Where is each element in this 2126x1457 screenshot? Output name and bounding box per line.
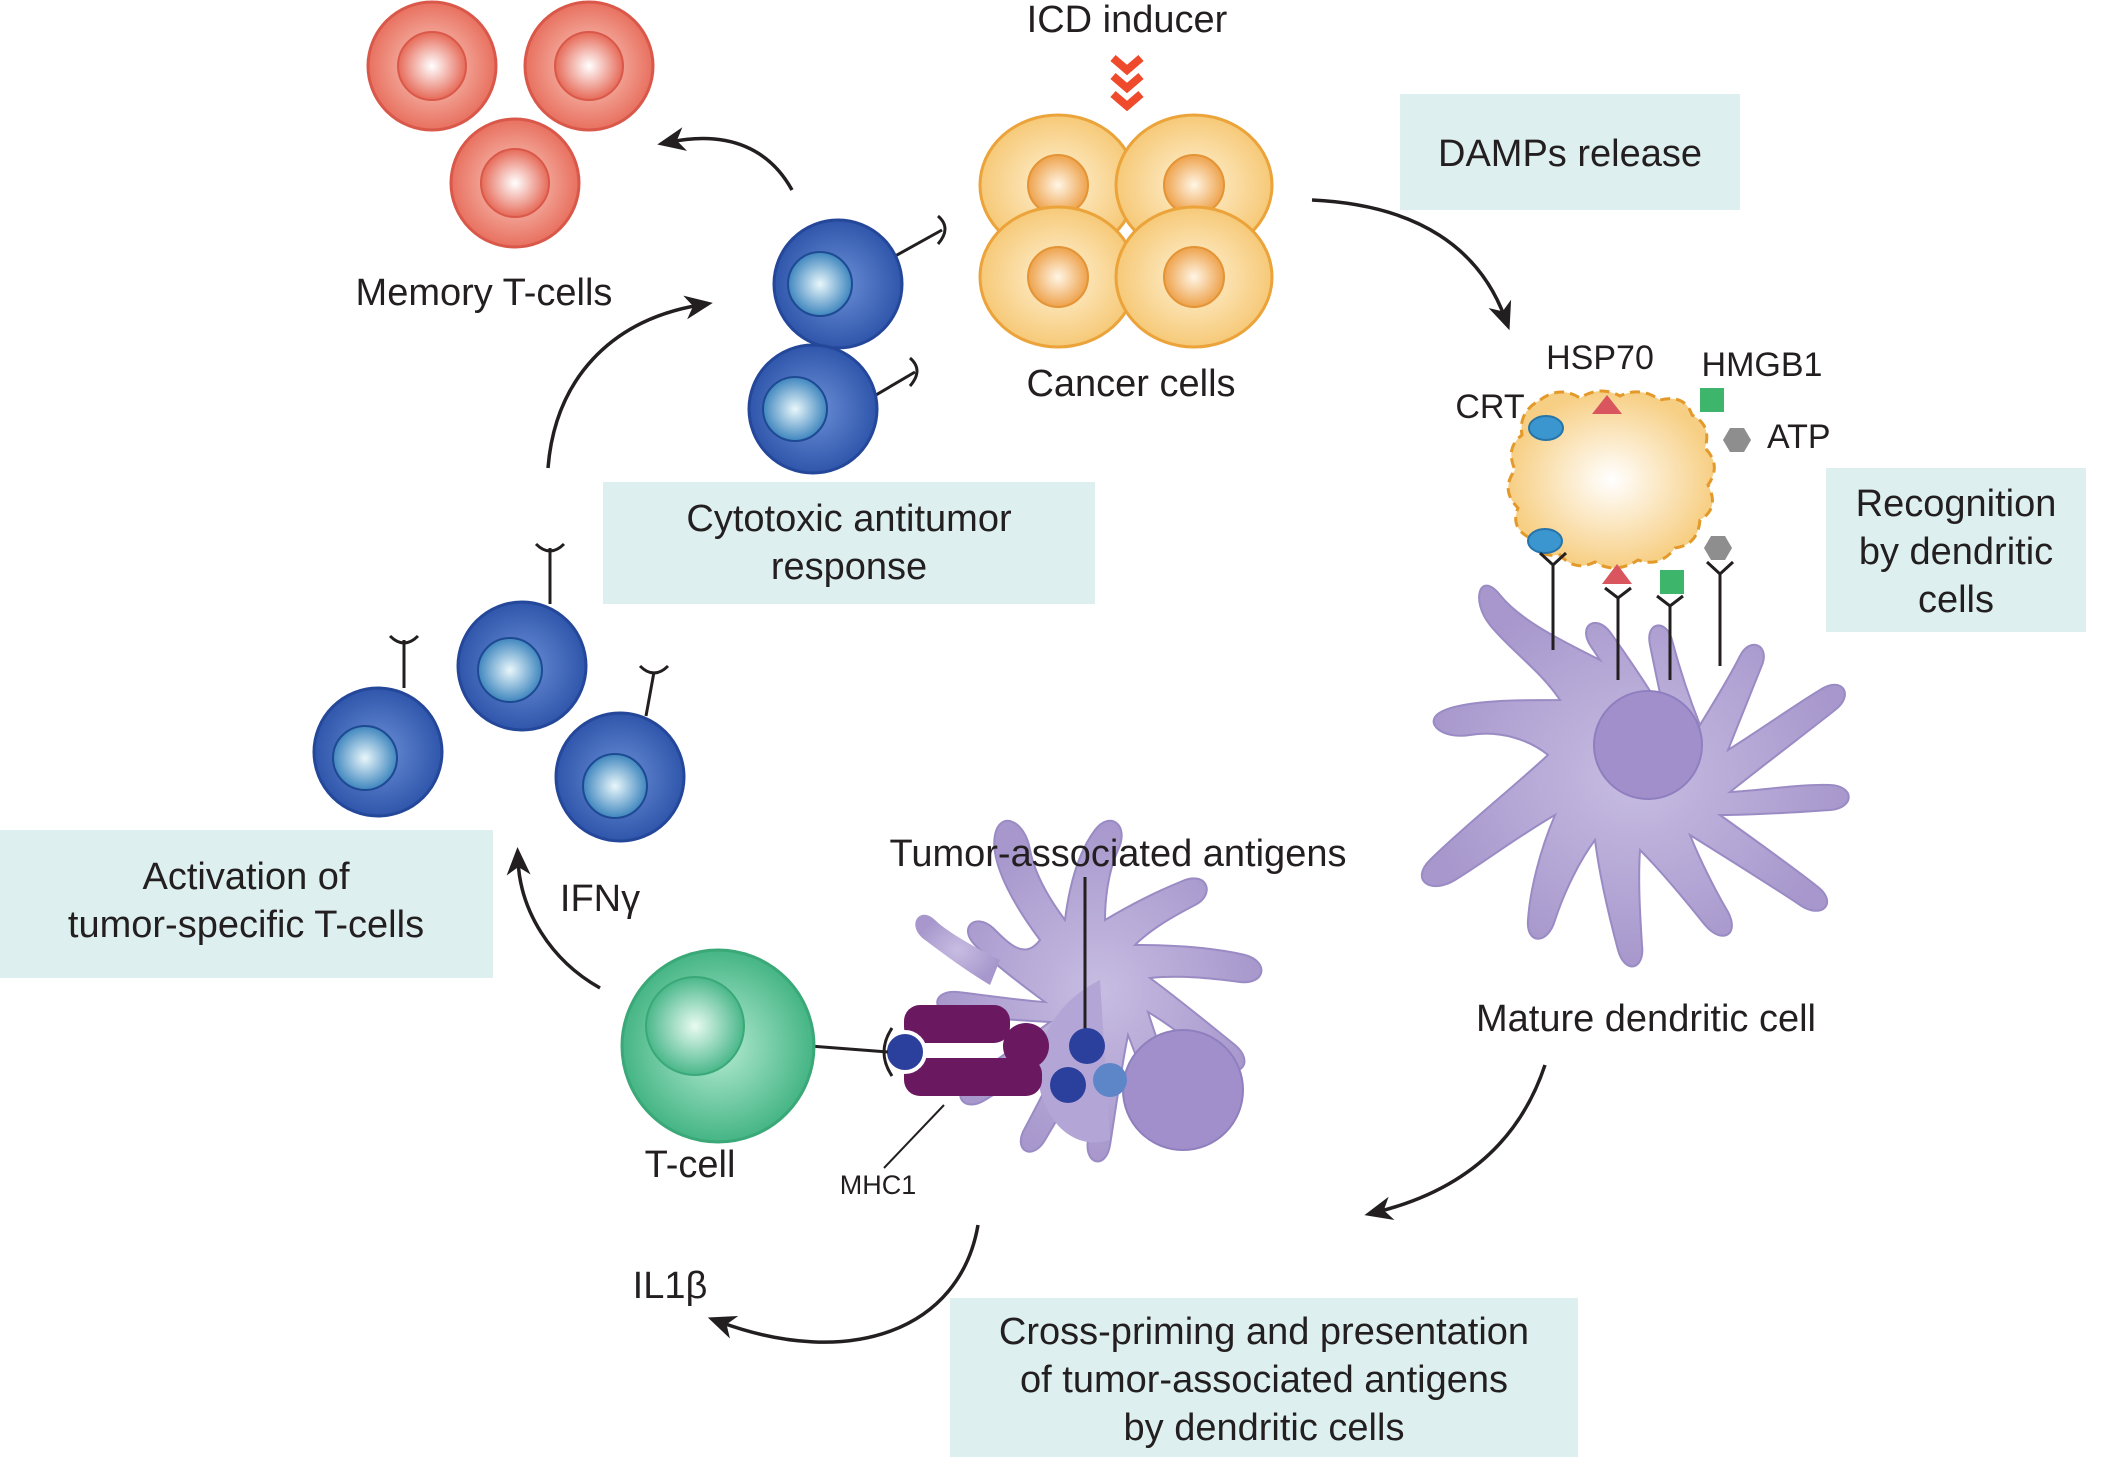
il1b-label: IL1β <box>633 1265 708 1307</box>
ifng-label: IFNγ <box>560 878 640 920</box>
hsp70-label: HSP70 <box>1546 339 1654 377</box>
atp-hexagon-icon <box>1723 428 1751 452</box>
cancer-cell <box>978 205 1138 349</box>
box-activation: Activation of tumor-specific T-cells <box>0 830 493 978</box>
memory-t-cells: Memory T-cells <box>356 0 655 314</box>
svg-text:Cytotoxic antitumor: Cytotoxic antitumor <box>686 498 1012 540</box>
svg-text:by dendritic cells: by dendritic cells <box>1124 1407 1405 1449</box>
activated-t-cell <box>456 542 588 732</box>
activated-t-cells <box>312 542 686 843</box>
cancer-cells-label: Cancer cells <box>1026 363 1235 405</box>
arrow-to-memory <box>657 127 794 191</box>
hsp70-triangle-icon <box>1592 395 1622 414</box>
cytotoxic-cell <box>747 343 919 475</box>
memory-cell <box>523 0 655 132</box>
svg-text:Cross-priming and presentation: Cross-priming and presentation <box>999 1311 1529 1353</box>
box-crosspriming: Cross-priming and presentation of tumor-… <box>950 1298 1578 1457</box>
svg-text:Activation of: Activation of <box>143 856 350 898</box>
crt-ellipse-icon <box>1527 528 1563 554</box>
damp-markers <box>1527 388 1751 594</box>
arrow-to-cytotoxic <box>546 295 713 469</box>
box-recognition: Recognition by dendritic cells <box>1826 468 2086 632</box>
hmgb1-square-icon <box>1700 388 1724 412</box>
svg-text:by dendritic: by dendritic <box>1859 531 2053 573</box>
svg-text:Recognition: Recognition <box>1856 483 2057 525</box>
svg-text:response: response <box>771 546 927 588</box>
icd-inducer-label: ICD inducer <box>1027 0 1228 41</box>
mature-dc-label: Mature dendritic cell <box>1476 998 1816 1040</box>
hmgb1-square-icon <box>1660 570 1684 594</box>
svg-text:cells: cells <box>1918 579 1994 621</box>
box-cytotoxic: Cytotoxic antitumor response <box>603 482 1095 604</box>
t-cell-label: T-cell <box>645 1144 736 1186</box>
memory-t-cells-label: Memory T-cells <box>356 272 613 314</box>
arrow-to-crosspriming <box>1364 1064 1547 1220</box>
mature-dendritic-cell <box>1420 584 1850 968</box>
cancer-cells: Cancer cells <box>978 113 1274 405</box>
chevron-down-icon <box>1110 54 1144 112</box>
svg-text:tumor-specific T-cells: tumor-specific T-cells <box>68 904 424 946</box>
hsp70-triangle-icon <box>1602 564 1632 584</box>
cycle-arrows <box>506 127 1547 1344</box>
arrow-to-il1b <box>707 1224 980 1344</box>
cancer-cell <box>1114 205 1274 349</box>
dc-receptors <box>1538 551 1735 680</box>
cytotoxic-cell <box>772 214 947 350</box>
hmgb1-label: HMGB1 <box>1702 346 1823 384</box>
svg-text:DAMPs release: DAMPs release <box>1438 133 1702 175</box>
atp-label: ATP <box>1767 418 1831 456</box>
atp-hexagon-icon <box>1704 536 1732 560</box>
memory-cell <box>449 117 581 249</box>
mhc1-label: MHC1 <box>840 1170 917 1200</box>
tumor-antigens-label: Tumor-associated antigens <box>890 833 1347 875</box>
box-damps: DAMPs release <box>1400 94 1740 210</box>
arrow-to-dc <box>1311 198 1512 331</box>
svg-text:of tumor-associated antigens: of tumor-associated antigens <box>1020 1359 1508 1401</box>
activated-t-cell <box>312 634 444 818</box>
memory-cell <box>366 0 498 132</box>
activated-t-cell <box>554 664 686 843</box>
arrow-to-activation <box>506 847 601 990</box>
crt-ellipse-icon <box>1528 415 1564 441</box>
cytotoxic-cells-top <box>747 214 947 475</box>
crt-label: CRT <box>1455 388 1524 426</box>
t-cell <box>620 948 889 1144</box>
